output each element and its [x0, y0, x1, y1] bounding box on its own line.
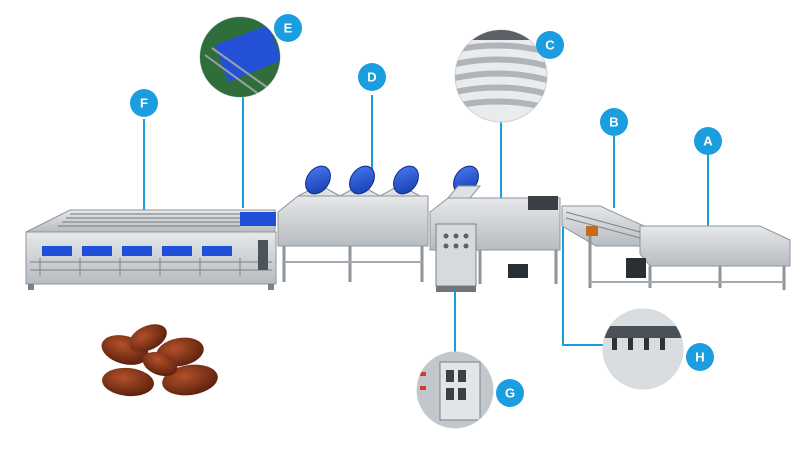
callout-label: B [609, 115, 618, 130]
detail-inset-h [602, 308, 684, 390]
air-dryer [277, 165, 479, 282]
callout-label: F [140, 96, 148, 111]
callout-label: H [695, 350, 704, 365]
callout-b: B [600, 108, 628, 136]
callout-circle [496, 379, 524, 407]
callout-badges: A B C D E F G H [130, 14, 722, 407]
callout-h: H [686, 343, 714, 371]
detail-inset-e [199, 16, 281, 98]
callout-e: E [274, 14, 302, 42]
callout-circle [536, 31, 564, 59]
callout-label: C [545, 38, 555, 53]
brush-washer [429, 185, 561, 292]
leader-line-h [562, 220, 603, 346]
control-cabinet [435, 223, 477, 287]
elevator-and-washer [561, 205, 791, 290]
callout-c: C [536, 31, 564, 59]
callout-circle [600, 108, 628, 136]
callout-circle [130, 89, 158, 117]
callout-label: D [367, 70, 376, 85]
dates-image [101, 324, 218, 397]
callout-f: F [130, 89, 158, 117]
detail-inset-g [416, 351, 494, 429]
callout-d: D [358, 63, 386, 91]
callout-circle [358, 63, 386, 91]
sorting-conveyor [25, 209, 277, 290]
leader-lines [143, 95, 709, 352]
callout-label: A [703, 134, 713, 149]
callout-g: G [496, 379, 524, 407]
callout-label: E [284, 21, 293, 36]
callout-circle [686, 343, 714, 371]
callout-label: G [505, 386, 515, 401]
callout-a: A [694, 127, 722, 155]
callout-circle [274, 14, 302, 42]
callout-circle [694, 127, 722, 155]
detail-inset-c [454, 29, 548, 123]
